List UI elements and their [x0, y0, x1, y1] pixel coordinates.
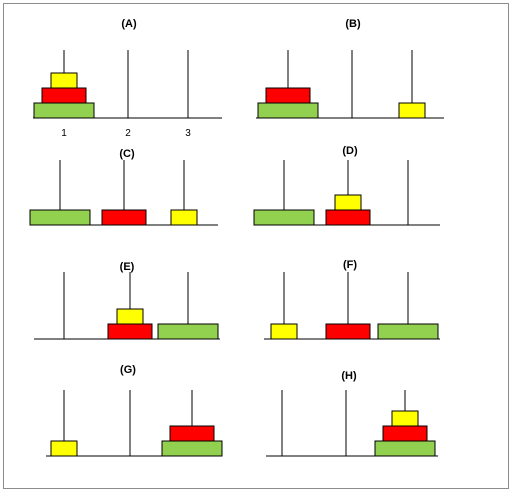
red-disk: [325, 323, 371, 340]
panel-g: (G): [46, 364, 223, 457]
figure-frame: [3, 3, 509, 489]
red-disk: [101, 209, 147, 226]
panel-b: (B): [256, 18, 444, 119]
panel-e: (E): [34, 261, 220, 340]
red-disk: [265, 87, 311, 104]
yellow-disk: [270, 323, 298, 340]
green-disk: [257, 102, 319, 119]
panel-label: (H): [341, 370, 357, 382]
panel-label: (A): [121, 18, 137, 30]
peg-number-2: 2: [125, 128, 131, 139]
green-disk: [29, 209, 91, 226]
red-disk: [325, 209, 371, 226]
yellow-disk: [50, 72, 78, 89]
green-disk: [377, 323, 439, 340]
yellow-disk: [398, 102, 426, 119]
green-disk: [161, 440, 223, 457]
red-disk: [41, 87, 87, 104]
panel-label: (F): [343, 259, 357, 271]
green-disk: [157, 323, 219, 340]
panel-label: (C): [119, 148, 135, 160]
yellow-disk: [334, 194, 362, 211]
yellow-disk: [50, 440, 78, 457]
green-disk: [374, 440, 436, 457]
yellow-disk: [170, 209, 198, 226]
peg-number-3: 3: [185, 128, 191, 139]
red-disk: [107, 323, 153, 340]
peg-number-1: 1: [61, 128, 67, 139]
yellow-disk: [391, 410, 419, 427]
panel-label: (E): [120, 261, 135, 273]
panel-label: (G): [120, 364, 136, 376]
green-disk: [33, 102, 95, 119]
panel-h: (H): [266, 370, 438, 457]
panel-label: (D): [342, 145, 358, 157]
yellow-disk: [116, 308, 144, 325]
red-disk: [169, 425, 215, 442]
red-disk: [382, 425, 428, 442]
panel-label: (B): [345, 18, 361, 30]
panel-d: (D): [253, 145, 440, 226]
panel-a: (A) 1 2 3: [33, 18, 222, 139]
panel-f: (F): [264, 259, 440, 340]
panel-c: (C): [29, 148, 218, 226]
green-disk: [253, 209, 315, 226]
